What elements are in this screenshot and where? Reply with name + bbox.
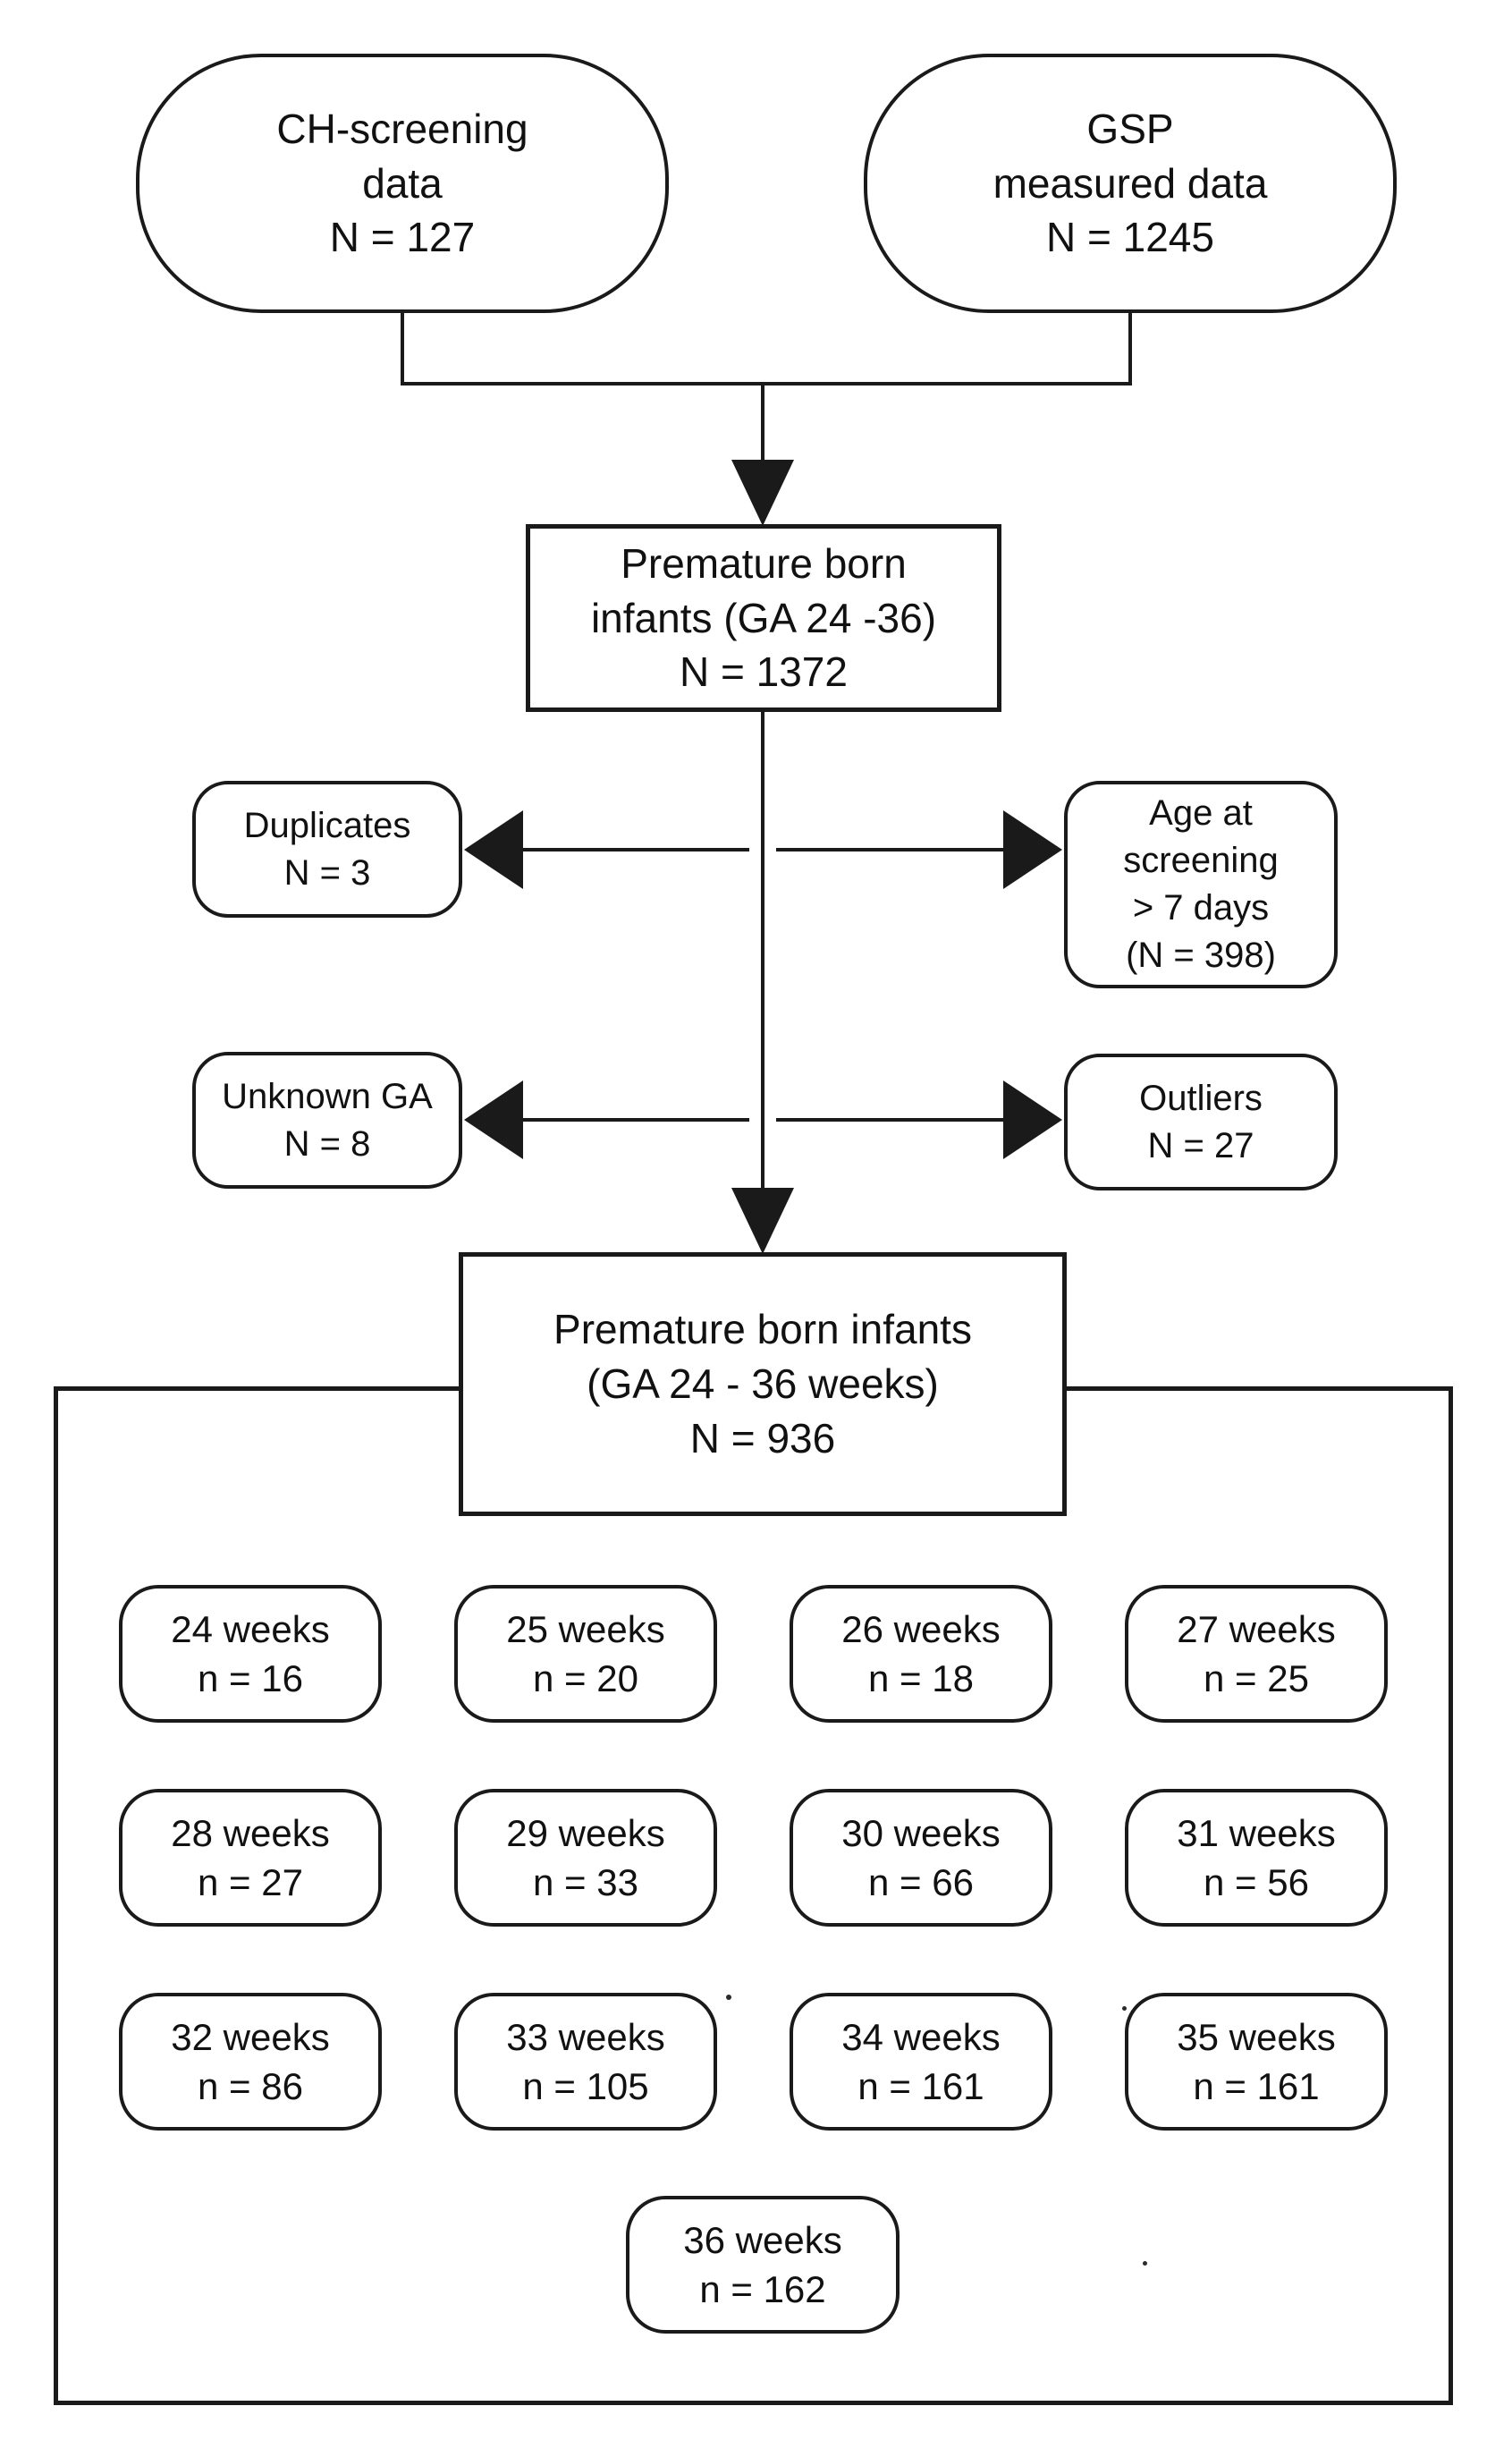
- process-premature-born-infants-1372: Premature born infants (GA 24 -36) N = 1…: [526, 524, 1001, 712]
- process-premature-born-infants-936: Premature born infants (GA 24 - 36 weeks…: [459, 1252, 1067, 1516]
- week-box-35: 35 weeks n = 161: [1125, 1993, 1388, 2131]
- arrowhead-right-icon: [1003, 810, 1062, 889]
- connector-center-line: [761, 710, 764, 1190]
- artifact-dot: [726, 1995, 731, 2000]
- connector-merge-down: [761, 382, 764, 462]
- arrowhead-down-icon: [731, 460, 794, 526]
- connector-left-stub: [401, 311, 404, 385]
- week-box-24: 24 weeks n = 16: [119, 1585, 382, 1723]
- week-box-27: 27 weeks n = 25: [1125, 1585, 1388, 1723]
- week-box-33: 33 weeks n = 105: [454, 1993, 717, 2131]
- connector-right-stub: [1128, 311, 1132, 385]
- exclusion-outliers: Outliers N = 27: [1064, 1054, 1338, 1190]
- connector-merge-bar: [401, 382, 1132, 385]
- week-box-28: 28 weeks n = 27: [119, 1789, 382, 1927]
- week-box-36: 36 weeks n = 162: [626, 2196, 900, 2334]
- connector-exclusion-left-2: [521, 1118, 749, 1122]
- terminator-gsp-measured-data: GSP measured data N = 1245: [864, 54, 1397, 313]
- terminator-ch-screening-data: CH-screening data N = 127: [136, 54, 669, 313]
- artifact-dot: [1143, 2261, 1147, 2266]
- week-box-34: 34 weeks n = 161: [790, 1993, 1052, 2131]
- exclusion-unknown-ga: Unknown GA N = 8: [192, 1052, 462, 1189]
- arrowhead-left-icon: [464, 1080, 523, 1159]
- week-box-32: 32 weeks n = 86: [119, 1993, 382, 2131]
- week-box-25: 25 weeks n = 20: [454, 1585, 717, 1723]
- week-box-29: 29 weeks n = 33: [454, 1789, 717, 1927]
- artifact-dot: [1122, 2006, 1127, 2011]
- week-box-26: 26 weeks n = 18: [790, 1585, 1052, 1723]
- week-box-31: 31 weeks n = 56: [1125, 1789, 1388, 1927]
- connector-exclusion-left-1: [521, 848, 749, 851]
- arrowhead-left-icon: [464, 810, 523, 889]
- connector-exclusion-right-2: [776, 1118, 1005, 1122]
- exclusion-age-at-screening: Age at screening > 7 days (N = 398): [1064, 781, 1338, 988]
- arrowhead-down-icon: [731, 1188, 794, 1254]
- connector-exclusion-right-1: [776, 848, 1005, 851]
- week-box-30: 30 weeks n = 66: [790, 1789, 1052, 1927]
- exclusion-duplicates: Duplicates N = 3: [192, 781, 462, 918]
- arrowhead-right-icon: [1003, 1080, 1062, 1159]
